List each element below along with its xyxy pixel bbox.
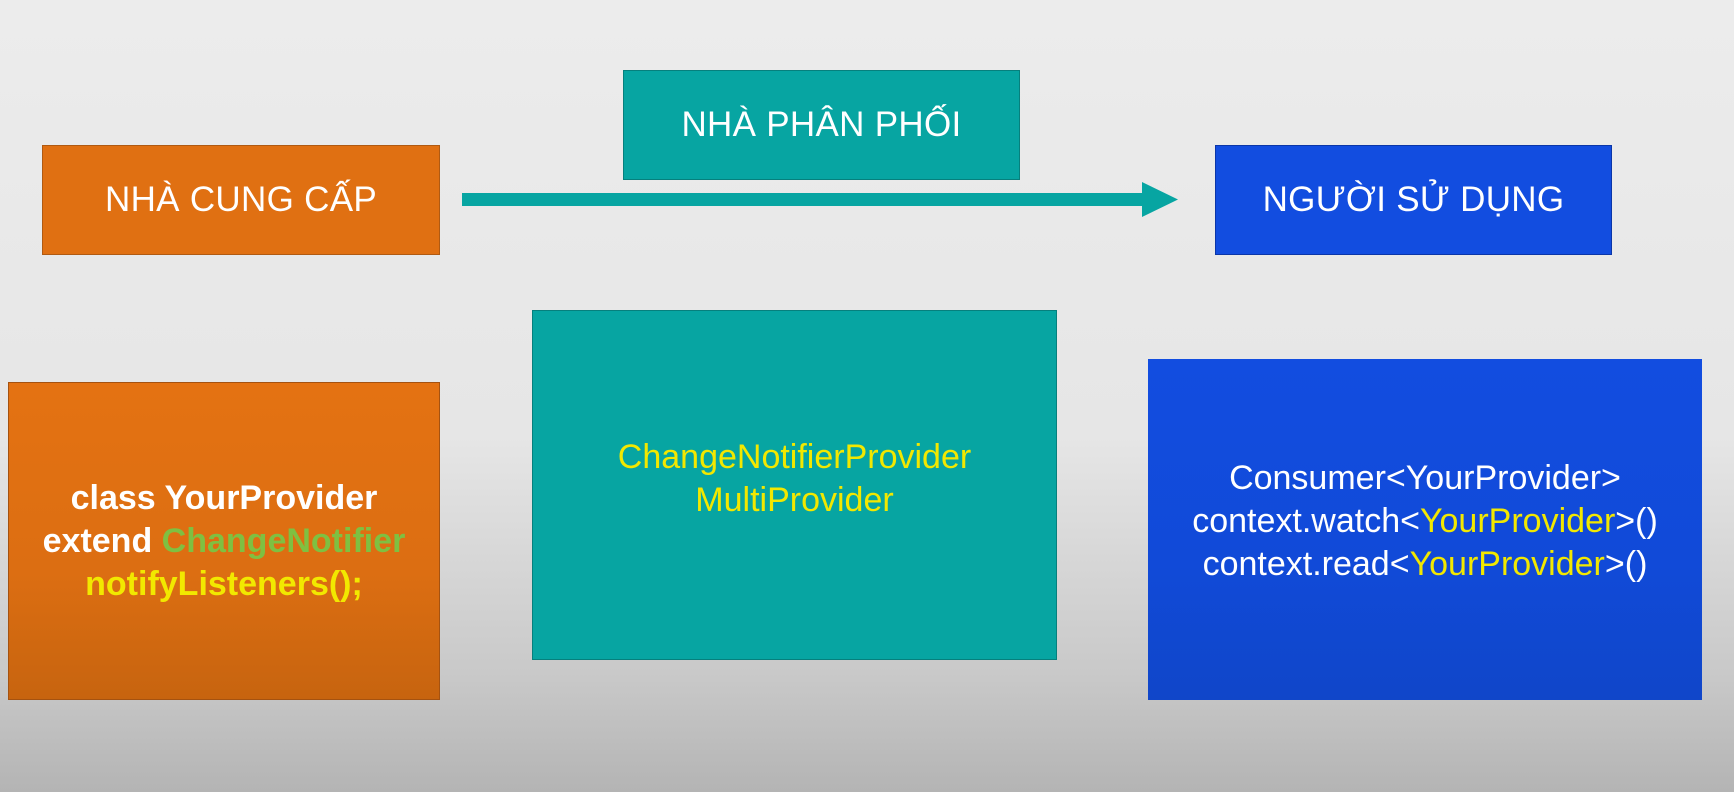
consumer-code-line-2: context.watch<YourProvider>(): [1192, 500, 1658, 543]
consumer-detail-box: Consumer<YourProvider> context.watch<You…: [1148, 359, 1702, 700]
consumer-header-box: NGƯỜI SỬ DỤNG: [1215, 145, 1612, 255]
distributor-code: ChangeNotifierProvider MultiProvider: [618, 436, 971, 522]
consumer-code: Consumer<YourProvider> context.watch<You…: [1192, 457, 1658, 586]
distributor-header-label: NHÀ PHÂN PHỐI: [681, 105, 962, 144]
flow-arrow-head: [1142, 182, 1178, 217]
consumer-code-line-1: Consumer<YourProvider>: [1229, 459, 1621, 497]
provider-code-change-notifier: ChangeNotifier: [161, 521, 406, 560]
distributor-code-line-1: ChangeNotifierProvider: [617, 438, 972, 476]
consumer-code-watch-prefix: context.watch<: [1192, 502, 1420, 540]
provider-header-box: NHÀ CUNG CẤP: [42, 145, 440, 255]
provider-header-label: NHÀ CUNG CẤP: [105, 180, 377, 219]
consumer-header-label: NGƯỜI SỬ DỤNG: [1262, 180, 1565, 219]
provider-code-line-1: class YourProvider: [70, 478, 378, 517]
provider-detail-box: class YourProvider extend ChangeNotifier…: [8, 382, 440, 700]
provider-code: class YourProvider extend ChangeNotifier…: [43, 477, 406, 606]
consumer-code-line-3: context.read<YourProvider>(): [1192, 543, 1658, 586]
consumer-code-watch-type: YourProvider: [1419, 502, 1616, 540]
distributor-code-line-2: MultiProvider: [695, 481, 894, 519]
provider-code-extend-keyword: extend: [42, 521, 162, 560]
distributor-detail-box: ChangeNotifierProvider MultiProvider: [532, 310, 1057, 660]
flow-arrow-shaft: [462, 193, 1147, 206]
consumer-code-watch-suffix: >(): [1615, 502, 1658, 540]
consumer-code-read-type: YourProvider: [1409, 545, 1605, 583]
consumer-code-read-suffix: >(): [1604, 545, 1648, 583]
consumer-code-read-prefix: context.read<: [1202, 545, 1410, 583]
distributor-header-box: NHÀ PHÂN PHỐI: [623, 70, 1020, 180]
flow-arrow: [462, 182, 1178, 217]
provider-code-line-3: notifyListeners();: [85, 564, 363, 603]
provider-code-line-2: extend ChangeNotifier: [43, 520, 406, 563]
